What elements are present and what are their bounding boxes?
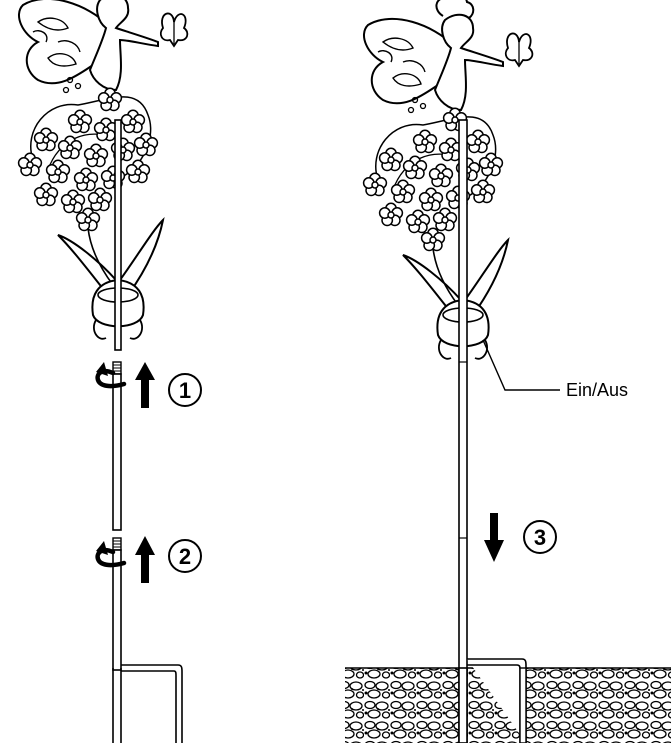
step-1-label: 1	[179, 378, 191, 403]
assembled-rod	[459, 120, 467, 743]
step-1-badge: 1	[169, 374, 201, 406]
rod-segment-1	[113, 374, 121, 530]
rod-segment-2	[113, 550, 121, 670]
left-assembly: 1 2	[19, 0, 201, 743]
step-3-badge: 3	[524, 521, 556, 553]
step-2-badge: 2	[169, 540, 201, 572]
step-3-label: 3	[534, 525, 546, 550]
down-arrow-3-icon	[484, 513, 504, 562]
up-arrow-1-icon	[135, 362, 155, 408]
switch-callout-line	[483, 340, 560, 390]
fairy-decoration-left	[19, 0, 188, 339]
step-2-label: 2	[179, 544, 191, 569]
switch-label: Ein/Aus	[566, 380, 628, 400]
up-arrow-2-icon	[135, 536, 155, 583]
right-assembly: Ein/Aus 3	[345, 0, 671, 743]
head-stem-left	[115, 120, 121, 350]
fairy-decoration-right	[364, 0, 533, 359]
ground-stake-left	[113, 665, 182, 743]
